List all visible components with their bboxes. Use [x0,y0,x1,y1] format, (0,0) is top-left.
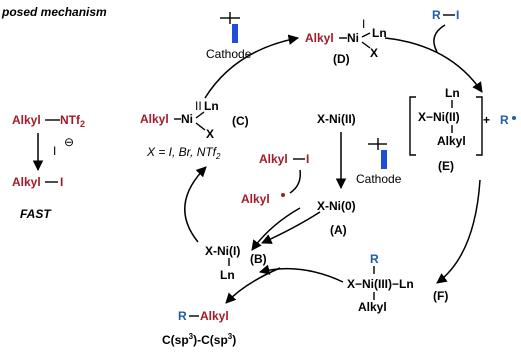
fast-label: FAST [20,207,52,221]
arrow-e-to-f [436,179,481,284]
arrow-d-to-e [384,37,483,93]
arrow-ri-in [433,24,446,53]
arrow-product [225,267,281,304]
alkyl-iodide-alkyl: Alkyl [259,152,288,166]
arrow-f-to-b [258,264,344,283]
node-e-bracket-left [409,96,416,156]
node-d-x: X [370,46,378,60]
node-e-bracket-right [476,96,483,156]
page-title: posed mechanism [1,5,107,19]
r-radical: R [500,113,509,127]
r-radical-dot [512,116,516,120]
product-alkyl: Alkyl [200,309,229,323]
node-c-note: X = I, Br, NTf2 [146,145,221,161]
node-f-alkyl: Alkyl [358,300,387,314]
node-a-core: X-Ni(0) [317,199,356,213]
node-f-r: R [370,252,379,266]
cathode-mid-electrode [381,150,387,169]
left-leaving-group: NTf2 [60,113,85,129]
node-c-label: (C) [232,114,249,128]
node-e-label: (E) [438,159,454,173]
iodide-label: I [53,144,56,158]
node-d-label: (D) [333,52,350,66]
left-reactant-alkyl: Alkyl [12,113,41,127]
center-ni-ii: X-Ni(II) [317,112,356,126]
left-product-iodine: I [60,175,63,189]
node-d-metal: Ni [347,31,359,45]
cathode-top-label: Cathode [206,47,252,61]
node-c-ox: II [195,99,202,113]
node-b-ln: Ln [220,268,235,282]
alkyl-radical-dot [281,193,285,197]
node-f-core: X−Ni(III)−Ln [347,277,414,291]
product-r: R [178,309,187,323]
alkyl-iodide-i: I [306,152,309,166]
node-e-ln: Ln [445,86,460,100]
node-d-alkyl: Alkyl [305,31,334,45]
node-d-ln: Ln [372,26,387,40]
node-e-alkyl: Alkyl [437,134,466,148]
ri-i: I [456,8,459,22]
arrow-c-to-d [204,34,300,99]
cathode-mid-label: Cathode [356,172,402,186]
node-b-label: (B) [250,252,267,266]
node-d-ox: I [362,17,365,31]
negative-charge: ⊖ [64,135,74,149]
node-c-alkyl: Alkyl [140,112,169,126]
node-c-metal: Ni [181,112,193,126]
node-a-label: (A) [330,223,347,237]
node-b-core: X-Ni(I) [205,244,240,258]
node-c-x: X [206,127,214,141]
bond-type-label: C(sp3)-C(sp3) [162,332,236,347]
arrow-alkyl-i-in [289,169,302,194]
ri-r: R [432,8,441,22]
arrow-b-to-c [184,166,207,243]
node-c-ln: Ln [204,99,219,113]
cathode-top-electrode [232,24,238,43]
arrow-a-to-b [261,211,321,244]
node-e-core: X−Ni(II) [418,110,460,124]
node-f-label: (F) [433,289,448,303]
node-e-plus: + [483,113,490,127]
alkyl-radical: Alkyl [241,192,270,206]
arrow-alkyl-radical-out [251,207,301,251]
left-product-alkyl: Alkyl [12,175,41,189]
